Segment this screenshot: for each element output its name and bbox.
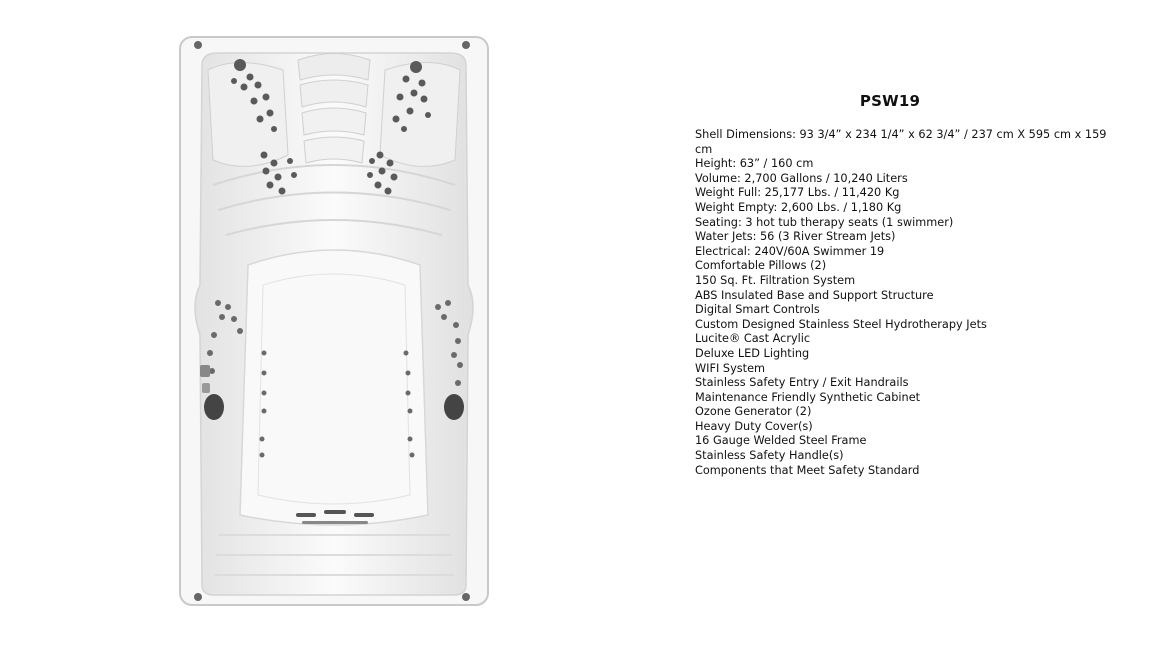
spa-step bbox=[303, 136, 365, 164]
river-stream-grille bbox=[302, 521, 368, 524]
bench-ridge bbox=[217, 191, 451, 211]
spa-seat-left bbox=[207, 62, 289, 167]
river-stream-jet bbox=[324, 510, 346, 514]
spec-item: 16 Gauge Welded Steel Frame bbox=[695, 434, 867, 448]
jet-cluster-mid-left bbox=[260, 151, 297, 195]
spec-panel: PSW19 Shell Dimensions: 93 3/4” x 234 1/… bbox=[695, 92, 1115, 478]
swim-spa-diagram bbox=[178, 35, 490, 607]
spec-list: Shell Dimensions: 93 3/4” x 234 1/4” x 6… bbox=[695, 128, 1115, 478]
product-title: PSW19 bbox=[859, 92, 921, 110]
spec-item: Heavy Duty Cover(s) bbox=[695, 419, 813, 433]
spec-item: Deluxe LED Lighting bbox=[695, 346, 810, 360]
spec-item: WIFI System bbox=[695, 361, 766, 375]
speaker-right bbox=[444, 394, 464, 420]
river-stream-jet bbox=[296, 513, 316, 517]
jet-cluster-mid-right bbox=[367, 151, 398, 195]
corner-screw bbox=[194, 41, 202, 49]
control-button-left bbox=[202, 383, 210, 393]
spec-item: Volume: 2,700 Gallons / 10,240 Liters bbox=[695, 171, 908, 185]
spec-item: Shell Dimensions: 93 3/4” x 234 1/4” x 6… bbox=[695, 128, 1107, 156]
spec-item: Lucite® Cast Acrylic bbox=[695, 332, 811, 346]
spa-step bbox=[301, 107, 367, 136]
corner-screw bbox=[194, 593, 202, 601]
spec-item: Weight Empty: 2,600 Lbs. / 1,180 Kg bbox=[695, 200, 902, 214]
corner-screw bbox=[462, 593, 470, 601]
spec-item: Ozone Generator (2) bbox=[695, 405, 812, 419]
river-stream-jet bbox=[354, 513, 374, 517]
jet-cluster-top-left bbox=[231, 59, 277, 132]
control-panel-left bbox=[200, 365, 210, 377]
spec-item: Stainless Safety Handle(s) bbox=[695, 449, 844, 463]
jet-cluster-side-left bbox=[207, 300, 267, 458]
swim-spa-top-view bbox=[179, 36, 489, 606]
spec-item: Components that Meet Safety Standard bbox=[695, 463, 920, 477]
spec-item: Weight Full: 25,177 Lbs. / 11,420 Kg bbox=[695, 186, 900, 200]
spec-item: Digital Smart Controls bbox=[695, 303, 820, 317]
spec-item: Maintenance Friendly Synthetic Cabinet bbox=[695, 390, 921, 404]
spec-item: Comfortable Pillows (2) bbox=[695, 259, 827, 273]
swim-area-inner bbox=[257, 273, 411, 505]
bench-ridge bbox=[225, 219, 443, 236]
spa-step bbox=[299, 79, 369, 108]
spec-item: Custom Designed Stainless Steel Hydrothe… bbox=[695, 317, 987, 331]
jet-cluster-top-right bbox=[392, 61, 431, 132]
spec-item: Electrical: 240V/60A Swimmer 19 bbox=[695, 244, 885, 258]
spec-item: Height: 63” / 160 cm bbox=[695, 157, 814, 171]
bench-ridge bbox=[212, 164, 456, 186]
spec-item: Stainless Safety Entry / Exit Handrails bbox=[695, 376, 909, 390]
spa-step bbox=[297, 53, 371, 81]
spec-item: Seating: 3 hot tub therapy seats (1 swim… bbox=[695, 215, 954, 229]
corner-screw bbox=[462, 41, 470, 49]
spa-seat-right bbox=[379, 62, 461, 167]
swim-area bbox=[239, 249, 429, 526]
spec-item: Water Jets: 56 (3 River Stream Jets) bbox=[695, 230, 896, 244]
speaker-left bbox=[204, 394, 224, 420]
spec-item: 150 Sq. Ft. Filtration System bbox=[695, 273, 856, 287]
spec-item: ABS Insulated Base and Support Structure bbox=[695, 288, 934, 302]
jet-cluster-side-right bbox=[403, 300, 463, 458]
